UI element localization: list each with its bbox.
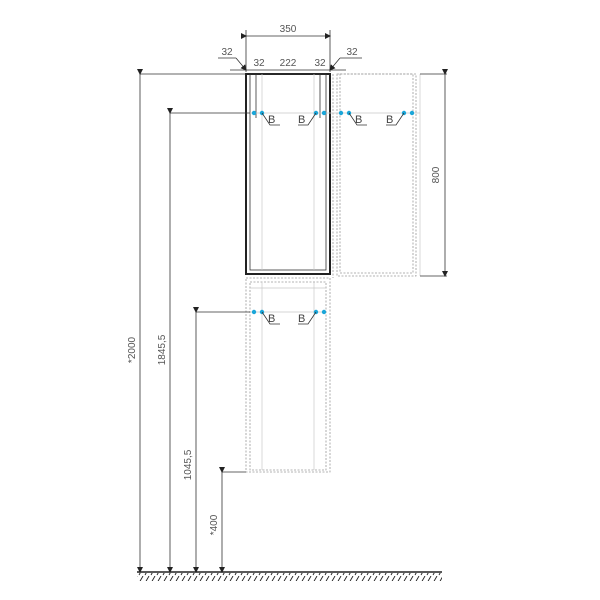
mount-points-upper: B B B B (250, 110, 420, 126)
dim-32-left: 32 (221, 47, 233, 58)
dim-1845-5: 1845,5 (157, 334, 168, 365)
mount-point (251, 110, 257, 116)
mount-points-lower: B B (250, 309, 327, 325)
mount-label: B (386, 114, 393, 126)
mount-label: B (268, 313, 275, 325)
dim-350: 350 (280, 24, 297, 35)
lower-cabinet (245, 277, 331, 473)
mount-point (409, 110, 415, 116)
dim-400: *400 (209, 514, 220, 535)
dim-222: 222 (280, 58, 297, 69)
mount-point (338, 110, 344, 116)
top-dimensions: 350 222 32 32 32 32 (218, 24, 362, 72)
mount-label: B (355, 114, 362, 126)
dim-800-group: 800 (431, 69, 448, 277)
dim-1045-5: 1045,5 (183, 449, 194, 480)
mount-point (321, 110, 327, 116)
mount-point (321, 309, 327, 315)
left-dimensions: *2000 1845,5 1045,5 *400 (127, 69, 250, 573)
floor-line (137, 571, 442, 581)
mount-label: B (298, 114, 305, 126)
dim-2000: *2000 (127, 336, 138, 363)
dim-32-inner-left: 32 (253, 58, 265, 69)
dim-32-right: 32 (346, 47, 358, 58)
mount-label: B (268, 114, 275, 126)
dim-800: 800 (431, 166, 442, 183)
upper-cabinet (245, 73, 331, 275)
mount-point (251, 309, 257, 315)
upper-right-cabinet (332, 73, 447, 278)
mount-label: B (298, 313, 305, 325)
dim-32-inner-right: 32 (314, 58, 326, 69)
